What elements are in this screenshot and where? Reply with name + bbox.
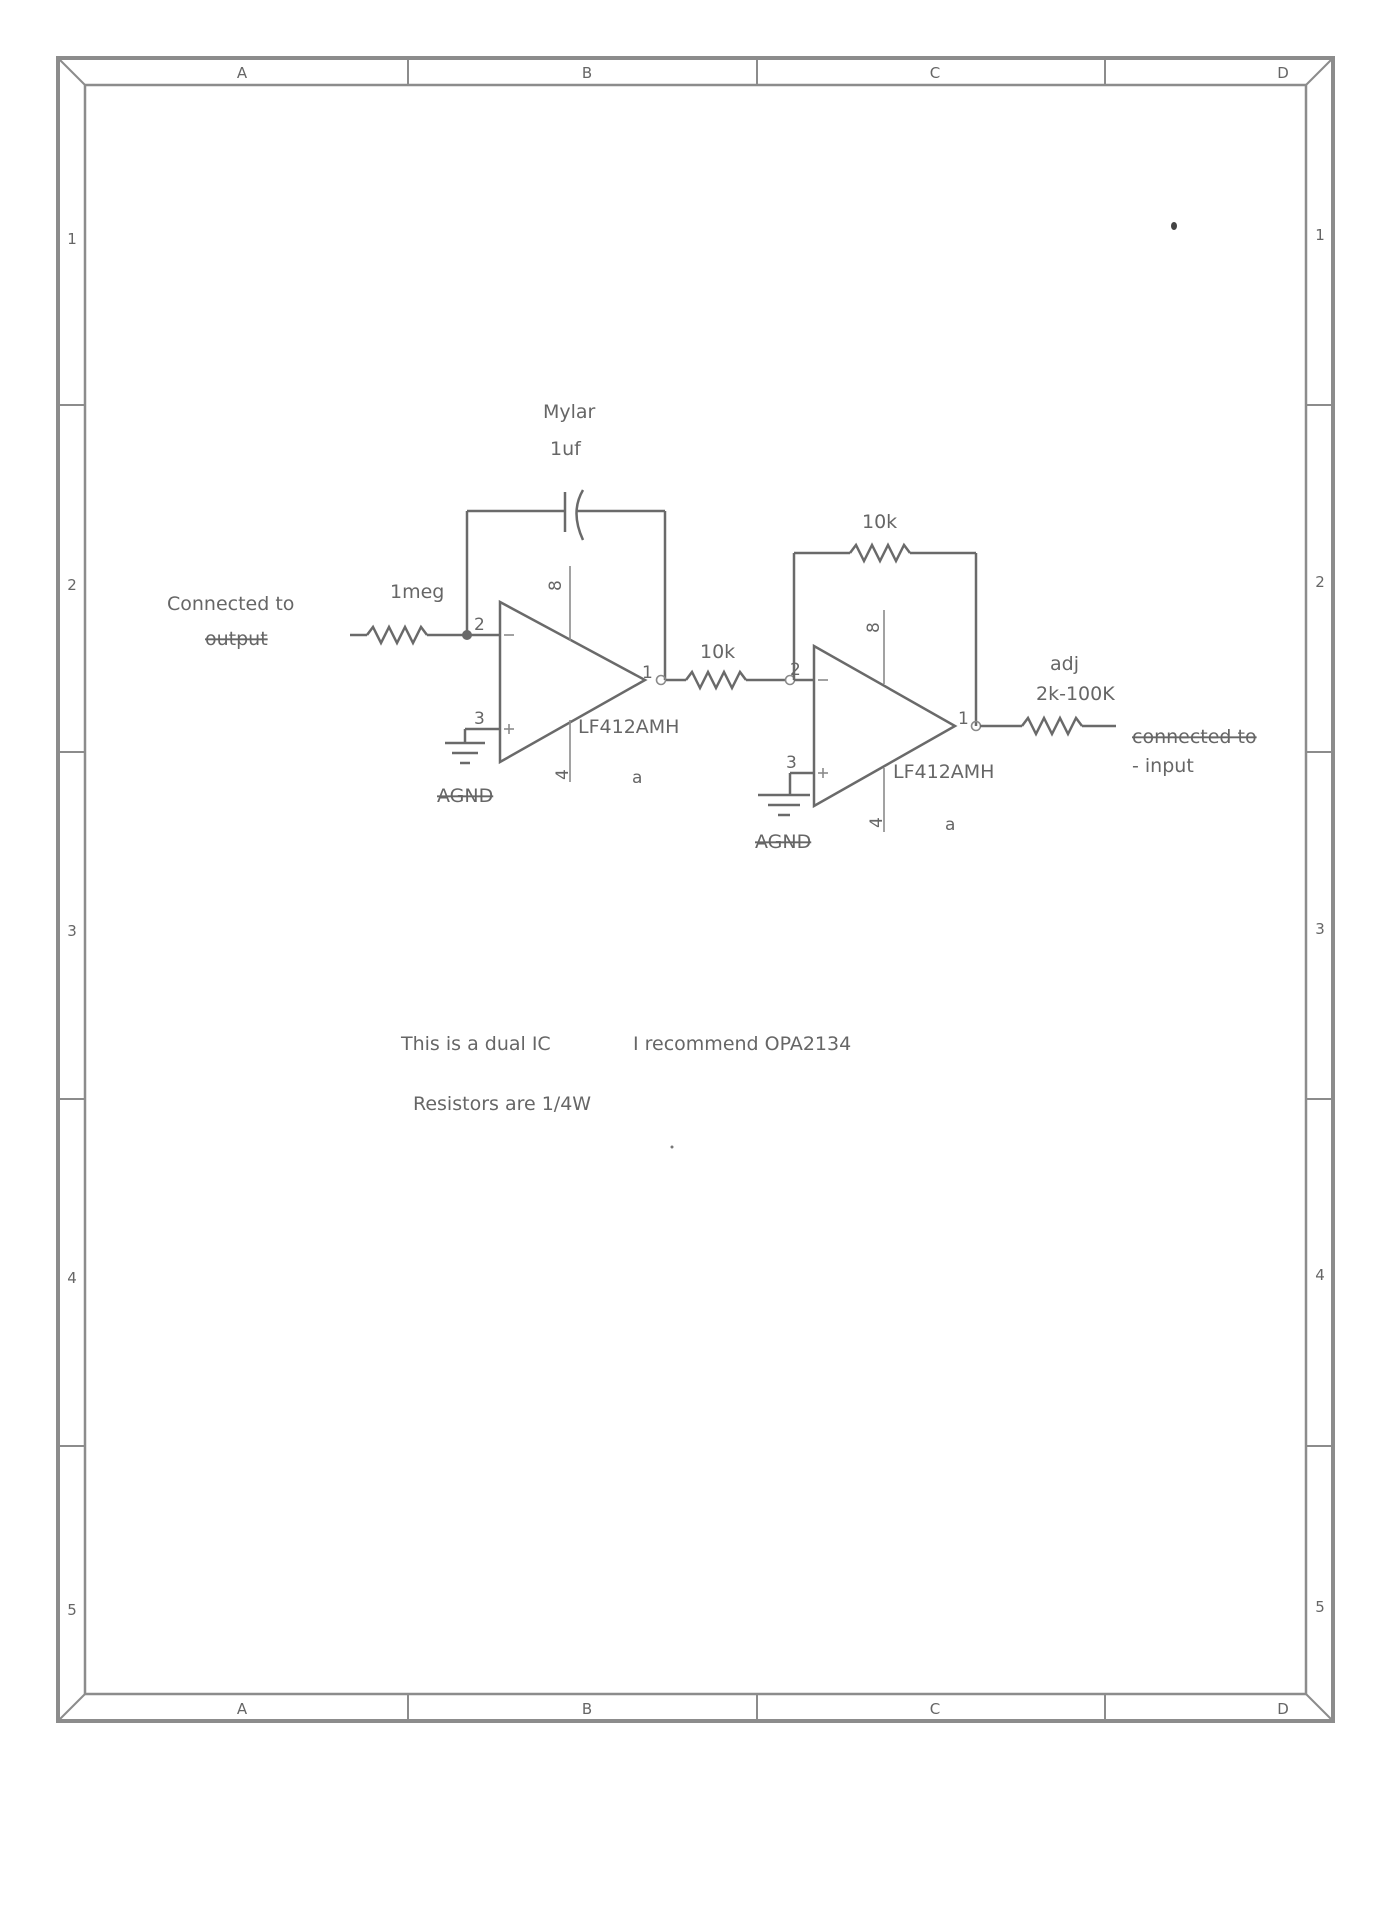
adjustable-resistor-value: 2k-100K (1036, 683, 1115, 705)
opamp-u2-pin-noninverting: 3 (786, 753, 797, 773)
opamp-u2-pin-inverting: 2 (790, 660, 801, 680)
opamp-u2-pin-vminus: 4 (867, 817, 887, 828)
drawing-frame: A B C D A B C D 1 2 3 4 5 1 2 3 4 5 (56, 56, 1335, 1723)
opamp-u2-triangle (812, 643, 958, 809)
frame-row-label-left-2: 2 (67, 576, 77, 594)
opamp-u2-pin-vplus: 8 (864, 622, 884, 633)
inverter-stage: 10k 2 3 1 8 4 LF412AMH a AGND adj 2k-100… (755, 511, 1257, 853)
scan-speck (1171, 222, 1177, 230)
opamp-u1-output-node (655, 674, 667, 686)
opamp-u2-part: LF412AMH (893, 761, 994, 783)
frame-row-label-right-1: 1 (1315, 226, 1325, 244)
opamp-u1-pin-vminus: 4 (553, 769, 573, 780)
frame-row-label-right-5: 5 (1315, 1598, 1325, 1616)
note-resistors: Resistors are 1/4W (413, 1093, 591, 1115)
output-label-line1: connected to (1132, 726, 1257, 748)
opamp-u1-pin-vplus: 8 (546, 580, 566, 591)
opamp-u1-pin-output: 1 (642, 663, 653, 683)
opamp-u1-pin-inverting: 2 (474, 615, 485, 635)
scan-speck (670, 1145, 674, 1149)
opamp-u2-section: a (945, 815, 955, 835)
frame-row-label-left-4: 4 (67, 1269, 77, 1287)
ground-symbol-1 (445, 741, 485, 765)
feedback-resistor (849, 542, 911, 564)
note-recommend: I recommend OPA2134 (633, 1033, 851, 1055)
frame-row-label-left-5: 5 (67, 1601, 77, 1619)
capacitor-value: 1uf (550, 438, 582, 460)
opamp-u1-part: LF412AMH (578, 716, 679, 738)
integrator-stage: Connected to output 1meg Mylar 1uf 2 3 1… (167, 401, 679, 807)
frame-col-label-bottom-c: C (930, 1700, 940, 1718)
opamp-u1-section: a (632, 768, 642, 788)
frame-col-label-top-a: A (237, 64, 248, 82)
input-resistor (366, 624, 428, 646)
frame-col-label-bottom-b: B (582, 1700, 592, 1718)
frame-row-label-left-3: 3 (67, 922, 77, 940)
ground-2-label: AGND (755, 831, 811, 853)
input-label-line2: output (205, 628, 268, 650)
frame-col-label-bottom-d: D (1277, 1700, 1289, 1718)
opamp-u1-triangle (498, 599, 648, 765)
feedback-resistor-value: 10k (862, 511, 897, 533)
frame-col-label-top-b: B (582, 64, 592, 82)
adjustable-resistor-label: adj (1050, 653, 1079, 675)
frame-row-label-left-1: 1 (67, 230, 77, 248)
opamp-u2-pin-output: 1 (958, 709, 969, 729)
output-label-line2: - input (1132, 755, 1194, 777)
series-resistor-value: 10k (700, 641, 735, 663)
opamp-u1-pin-noninverting: 3 (474, 709, 485, 729)
adjustable-resistor (1021, 715, 1083, 737)
series-resistor (685, 669, 747, 691)
capacitor-plate-curved (575, 489, 585, 541)
ground-1-label: AGND (437, 785, 493, 807)
note-dual-ic: This is a dual IC (400, 1033, 551, 1055)
frame-col-label-top-c: C (930, 64, 940, 82)
frame-row-label-right-4: 4 (1315, 1266, 1325, 1284)
capacitor-type: Mylar (543, 401, 596, 423)
frame-row-label-right-2: 2 (1315, 573, 1325, 591)
input-label-line1: Connected to (167, 593, 294, 615)
ground-symbol-2 (758, 793, 810, 817)
frame-col-label-bottom-a: A (237, 1700, 248, 1718)
frame-row-label-right-3: 3 (1315, 920, 1325, 938)
frame-col-label-top-d: D (1277, 64, 1289, 82)
input-resistor-value: 1meg (390, 581, 444, 603)
